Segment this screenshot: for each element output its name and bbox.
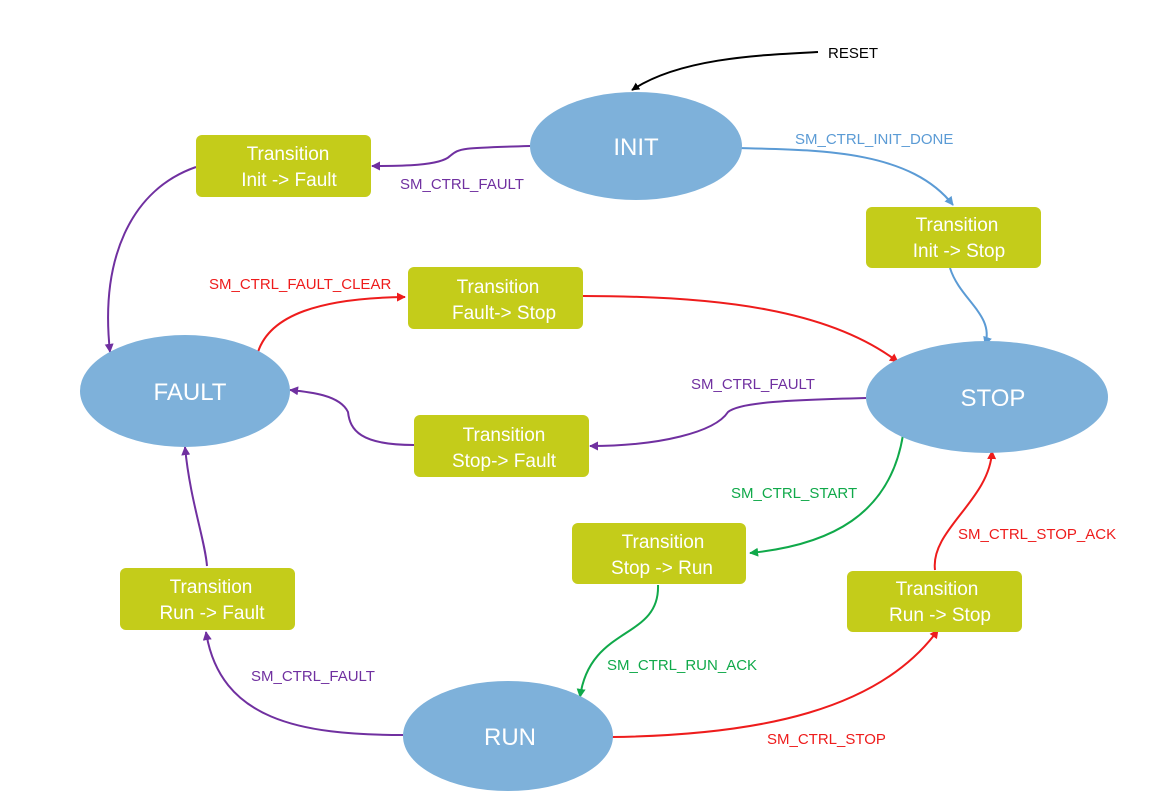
state-run-label: RUN	[484, 724, 536, 751]
edge-stop-to-stop-fault	[589, 397, 867, 451]
states: INIT STOP FAULT RUN	[80, 92, 1108, 791]
transition-init-stop[interactable]: Transition Init -> Stop	[866, 207, 1041, 268]
state-fault-shape	[80, 335, 290, 447]
transition-init-fault-line1: Transition	[247, 144, 330, 165]
edge-reset-init	[631, 51, 819, 91]
edge-stop-to-stop-run	[749, 434, 904, 557]
event-stop-label: SM_CTRL_STOP	[767, 731, 886, 748]
edge-run-stop-to-stop	[933, 450, 997, 571]
transition-run-fault-box	[120, 568, 295, 630]
edge-init-to-init-fault	[371, 145, 531, 171]
transition-stop-run[interactable]: Transition Stop -> Run	[572, 523, 746, 584]
transition-fault-stop-line2: Fault-> Stop	[452, 303, 556, 324]
state-init-label: INIT	[613, 134, 659, 161]
edge-init-fault-to-fault	[104, 166, 197, 353]
reset-label: RESET	[828, 45, 878, 62]
state-init[interactable]: INIT	[530, 92, 742, 200]
state-init-shape	[530, 92, 742, 200]
event-init-fault-label: SM_CTRL_FAULT	[400, 176, 524, 193]
transition-run-fault-line2: Run -> Fault	[159, 603, 265, 624]
transition-fault-stop-box	[408, 267, 583, 329]
transition-init-stop-line2: Init -> Stop	[913, 241, 1005, 262]
transition-stop-run-line1: Transition	[622, 532, 705, 553]
edge-run-to-run-fault	[202, 631, 404, 736]
event-run-fault-label: SM_CTRL_FAULT	[251, 668, 375, 685]
transition-stop-fault-line2: Stop-> Fault	[452, 451, 557, 472]
transition-init-stop-line1: Transition	[916, 215, 999, 236]
edge-fault-stop-to-stop	[582, 295, 899, 363]
event-init-done-label: SM_CTRL_INIT_DONE	[795, 131, 953, 148]
state-stop[interactable]: STOP	[866, 341, 1108, 453]
transition-stop-fault[interactable]: Transition Stop-> Fault	[414, 415, 589, 477]
transition-init-stop-box	[866, 207, 1041, 268]
state-run-shape	[403, 681, 613, 791]
transition-run-stop[interactable]: Transition Run -> Stop	[847, 571, 1022, 632]
state-fault[interactable]: FAULT	[80, 335, 290, 447]
edge-run-to-run-stop	[611, 629, 939, 738]
edge-init-stop-to-stop	[949, 267, 992, 346]
event-start-label: SM_CTRL_START	[731, 485, 857, 502]
transitions: Transition Init -> Fault Transition Init…	[120, 135, 1041, 632]
edge-stop-fault-to-fault	[289, 386, 415, 446]
transition-stop-run-box	[572, 523, 746, 584]
state-stop-shape	[866, 341, 1108, 453]
event-fault-clear-label: SM_CTRL_FAULT_CLEAR	[209, 276, 391, 293]
edge-fault-to-fault-stop	[257, 292, 406, 353]
edge-labels: RESET SM_CTRL_INIT_DONE SM_CTRL_FAULT SM…	[209, 45, 1116, 748]
transition-run-fault[interactable]: Transition Run -> Fault	[120, 568, 295, 630]
transition-run-fault-line1: Transition	[170, 577, 253, 598]
transition-init-fault-box	[196, 135, 371, 197]
event-stop-ack-label: SM_CTRL_STOP_ACK	[958, 526, 1116, 543]
edge-init-to-init-stop	[737, 147, 954, 206]
transition-stop-fault-box	[414, 415, 589, 477]
transition-fault-stop-line1: Transition	[457, 277, 540, 298]
event-run-ack-label: SM_CTRL_RUN_ACK	[607, 657, 757, 674]
transition-stop-fault-line1: Transition	[463, 425, 546, 446]
edge-run-fault-to-fault	[181, 446, 208, 567]
transition-run-stop-line1: Transition	[896, 579, 979, 600]
state-stop-label: STOP	[961, 385, 1026, 412]
edges	[104, 51, 997, 738]
event-stop-fault-label: SM_CTRL_FAULT	[691, 376, 815, 393]
state-run[interactable]: RUN	[403, 681, 613, 791]
transition-stop-run-line2: Stop -> Run	[611, 558, 713, 579]
transition-run-stop-box	[847, 571, 1022, 632]
state-fault-label: FAULT	[154, 379, 227, 406]
transition-init-fault[interactable]: Transition Init -> Fault	[196, 135, 371, 197]
transition-init-fault-line2: Init -> Fault	[241, 170, 337, 191]
edge-stop-run-to-run	[576, 584, 660, 698]
transition-run-stop-line2: Run -> Stop	[889, 605, 991, 626]
transition-fault-stop[interactable]: Transition Fault-> Stop	[408, 267, 583, 329]
